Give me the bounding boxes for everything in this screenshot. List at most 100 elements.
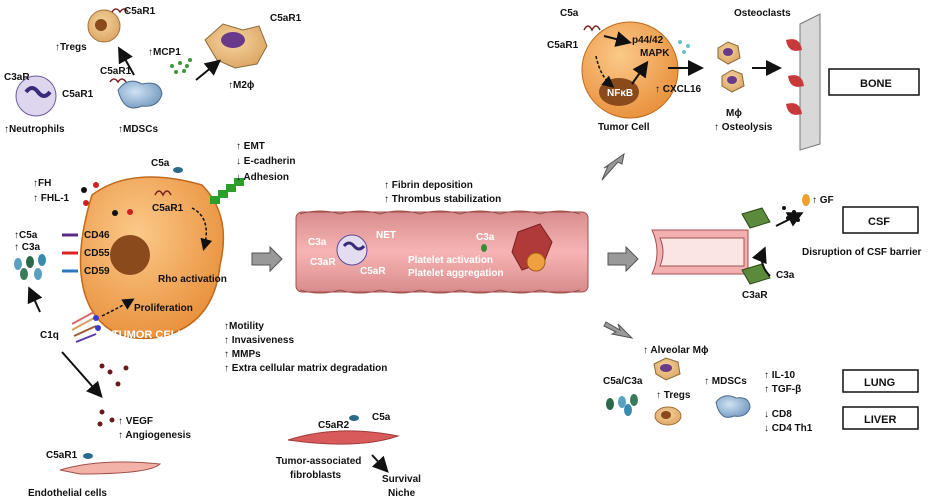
vegf-line-2: ↑ Angiogenesis [118, 430, 191, 441]
c3a-up-label: ↑ C3a [14, 242, 41, 253]
lung-treg-cell [654, 406, 682, 426]
csf-c3ar: C3aR [742, 290, 768, 301]
m2-label: ↑M2ϕ [228, 80, 255, 91]
arrow-to-tregs [118, 46, 135, 76]
mdscs-label: ↑MDSCs [118, 124, 158, 135]
cd59-label: CD59 [84, 266, 110, 277]
neutrophil-cell [15, 75, 57, 117]
fibrin-line-1: ↑ Fibrin deposition [384, 180, 473, 191]
fib-c5a: C5a [372, 412, 391, 423]
lung-tregs: ↑ Tregs [656, 390, 691, 401]
lung-molecules [606, 394, 638, 416]
fh-label: ↑FH [33, 178, 51, 189]
lung-mdsc-cell [715, 395, 751, 418]
tregs-receptor-label: C5aR1 [124, 6, 156, 17]
tumor-c5ar1: C5aR1 [152, 203, 184, 214]
arrow-nfkb-mapk [631, 60, 649, 85]
effect-line-1: ↑Motility [224, 321, 264, 332]
receptor-icon [154, 190, 172, 197]
vegf-line-1: ↑ VEGF [118, 416, 153, 427]
il10-label: ↑ IL-10 [764, 370, 796, 381]
effect-line-3: ↑ MMPs [224, 349, 261, 360]
bone-tumor-label: Tumor Cell [598, 122, 650, 133]
arrow-to-vegf [61, 351, 103, 398]
arrow-to-c5a [27, 286, 43, 313]
effect-line-2: ↑ Invasiveness [224, 335, 294, 346]
vessel-c3ar: C3aR [310, 257, 336, 268]
gray-arrow [251, 245, 283, 273]
c5a-up-label: ↑C5a [14, 230, 38, 241]
receptor-icon [111, 8, 129, 14]
vegf-dots [97, 363, 129, 427]
arrow-rho [191, 207, 213, 251]
m2-receptor-label: C5aR1 [270, 13, 302, 24]
emt-line-1: ↑ EMT [236, 141, 265, 152]
proliferation-label: Proliferation [134, 303, 193, 314]
fibrin-line-2: ↑ Thrombus stabilization [384, 194, 501, 205]
arrow-to-gf [775, 212, 804, 227]
emt-line-3: ↓ Adhesion [236, 172, 289, 183]
csf-box-label: CSF [868, 216, 890, 228]
bone-c5a: C5a [560, 8, 579, 19]
cxcl16-label: ↑ CXCL16 [655, 84, 702, 95]
emt-green-ladder [210, 178, 244, 204]
vessel-c5ar: C5aR [360, 266, 386, 277]
endo-label: Endothelial cells [28, 488, 107, 499]
csf-vessel [651, 229, 749, 275]
fib-receptor: C5aR2 [318, 420, 350, 431]
emt-line-2: ↓ E-cadherin [236, 156, 295, 167]
arrow-to-survival [371, 454, 389, 473]
fib-line-2: fibroblasts [290, 470, 342, 481]
liver-box-label: LIVER [864, 414, 896, 426]
gf-label: ↑ GF [812, 195, 834, 206]
c1q-icon [71, 311, 101, 343]
bone-box-label: BONE [860, 78, 892, 90]
alveolar-macrophage [653, 357, 681, 381]
bone-shape [786, 13, 821, 151]
arrow-to-nfkb [595, 55, 615, 88]
csf-disruption: Disruption of CSF barrier [802, 247, 922, 258]
macrophages-bone [717, 41, 745, 93]
cd46-label: CD46 [84, 230, 110, 241]
platelet-line-1: Platelet activation [408, 255, 493, 266]
osteolysis-label: ↑ Osteolysis [714, 122, 773, 133]
c5a-molecule [349, 415, 359, 421]
mphi-label: Mϕ [726, 108, 742, 119]
lung-box-label: LUNG [864, 377, 895, 389]
tumor-cell-label: TUMOR CELL [112, 329, 184, 341]
fib-line-1: Tumor-associated [276, 456, 361, 467]
lung-box [842, 369, 919, 393]
neutro-receptor-a: C3aR [4, 72, 30, 83]
receptor-icon [583, 25, 601, 32]
c5a-molecule [173, 167, 183, 173]
csf-box [842, 206, 919, 234]
green-cells-csf [741, 207, 771, 285]
mcp1-dots [170, 58, 192, 74]
tregs-label: ↑Tregs [55, 42, 87, 53]
rho-activation: Rho activation [158, 274, 227, 285]
arrow-csf-c3a [751, 246, 771, 277]
gray-arrow [607, 245, 639, 273]
vessel-c3a-right: C3a [476, 232, 495, 243]
c3a-molecule [481, 244, 487, 252]
bone-c5ar1: C5aR1 [547, 40, 579, 51]
gray-arrow [601, 152, 625, 181]
nfkb-label: NFκB [607, 88, 633, 99]
alveolar-label: ↑ Alveolar Mϕ [643, 345, 709, 356]
c1q-label: C1q [40, 330, 59, 341]
platelet-aggregate [511, 223, 553, 272]
vessel-net: NET [376, 230, 396, 241]
neutrophil-net [336, 234, 368, 266]
treg-cell [87, 9, 121, 43]
cd55-label: CD55 [84, 248, 110, 259]
arrow-to-m2 [195, 59, 222, 81]
effect-line-4: ↑ Extra cellular matrix degradation [224, 363, 387, 374]
arrow-proliferation [101, 298, 135, 317]
m2-macrophage [204, 23, 268, 69]
mcp1-label: ↑MCP1 [148, 47, 181, 58]
cxcl16-dots [678, 40, 690, 54]
bone-box [828, 68, 920, 96]
survival-line-2: Niche [388, 488, 416, 499]
cd4-label: ↓ CD4 Th1 [764, 423, 813, 434]
